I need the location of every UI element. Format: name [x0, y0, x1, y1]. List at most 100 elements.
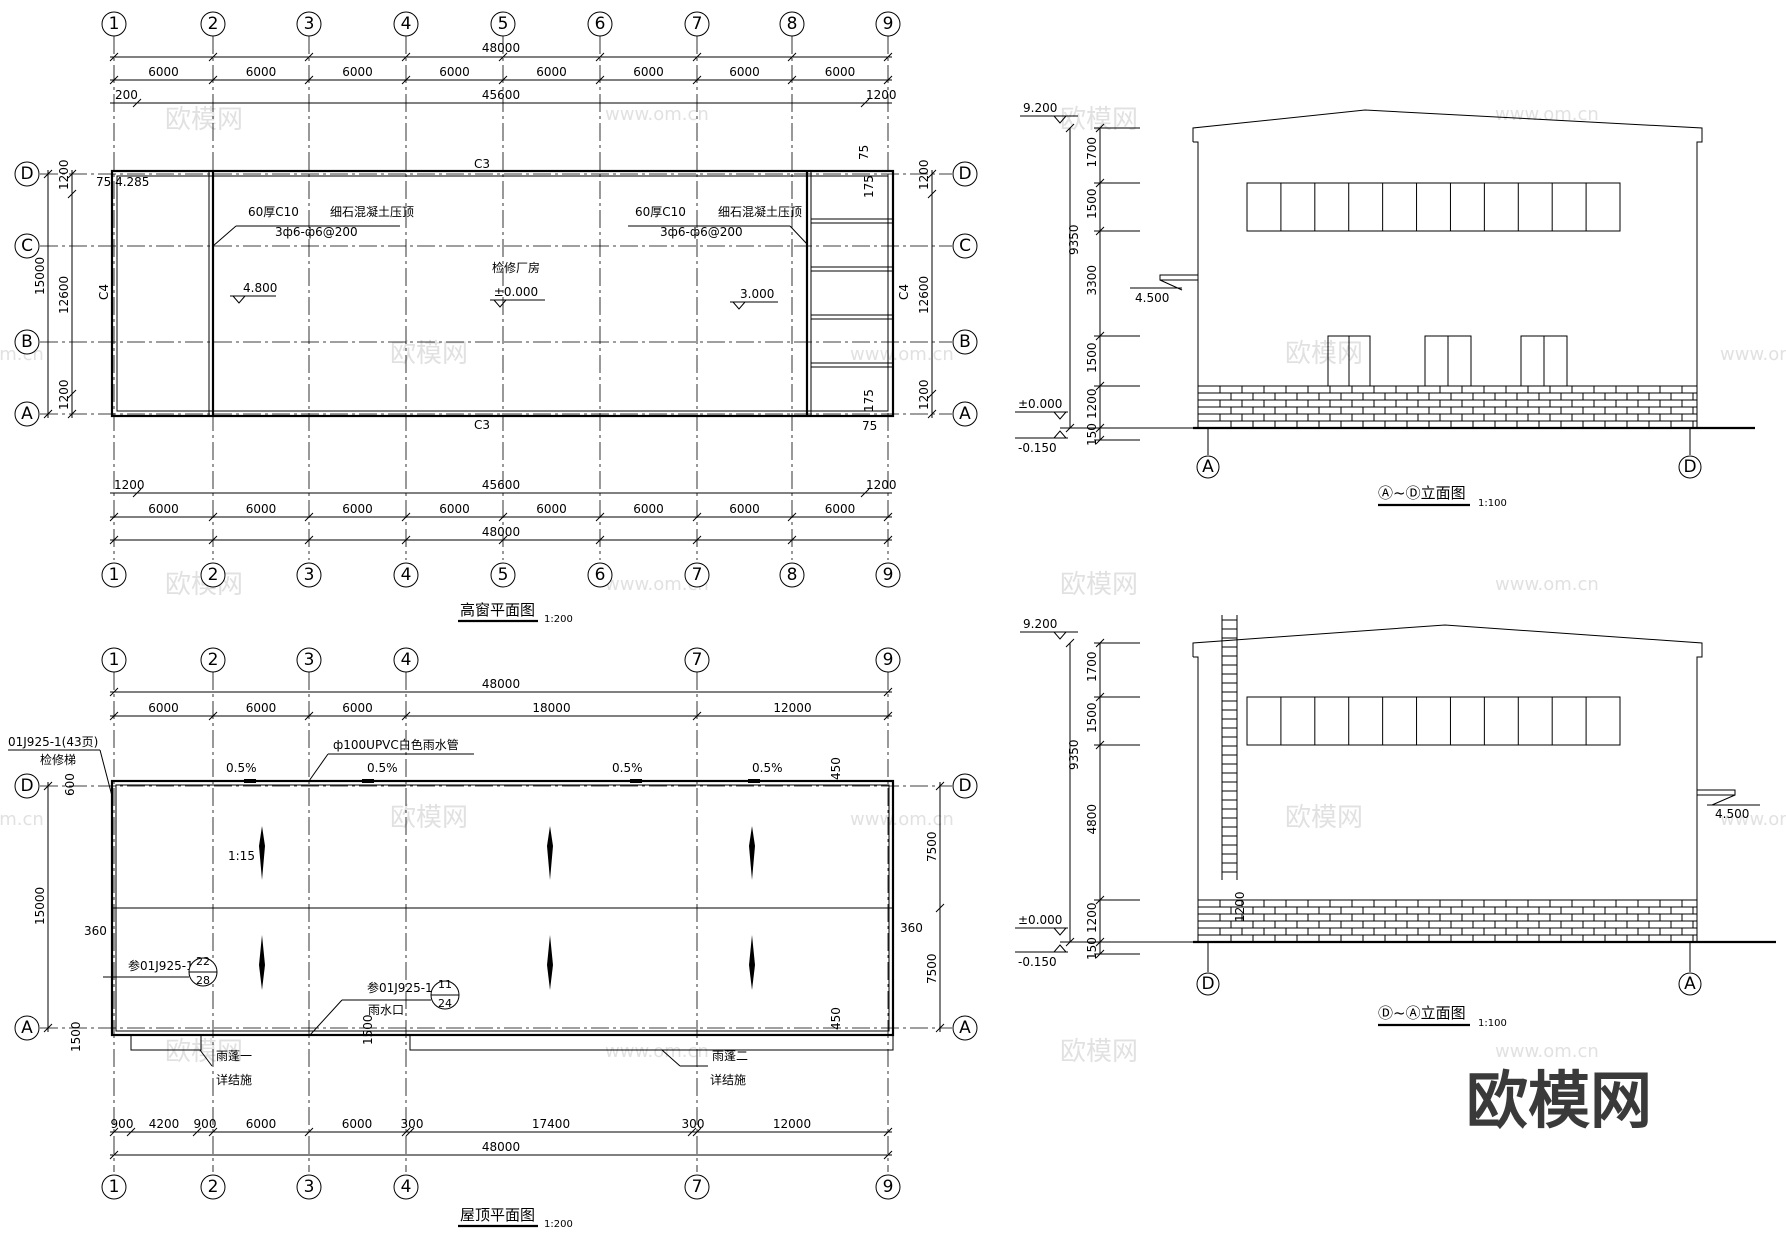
elev1-total: 9350	[1067, 224, 1081, 255]
plan1-axis-bottom-8-circle	[779, 562, 805, 588]
roof-slope-2: 0.5%	[367, 761, 398, 775]
roof-axis-bottom-1-circle	[101, 1174, 127, 1200]
plan1-axis-top-6: 6	[595, 14, 606, 34]
roof-axis-bottom-3-circle	[296, 1174, 322, 1200]
roof-axis-top-1: 1	[109, 650, 120, 670]
plan1-row-left-B-circle	[14, 329, 40, 355]
plan1-axis-bottom-5-circle	[490, 562, 516, 588]
roof-axis-bottom-9-circle	[875, 1174, 901, 1200]
roof-top-dim: 18000	[532, 701, 570, 715]
roof-slope-1: 0.5%	[226, 761, 257, 775]
plan1-note2: 60厚C10	[635, 205, 686, 219]
plan1-row-right-D-circle	[952, 161, 978, 187]
elev2-maintenance-ladder	[1221, 615, 1238, 880]
elev2-ground-level: -0.150	[1018, 955, 1057, 969]
plan1-right-bot: 1200	[917, 379, 931, 410]
plan1-room-label: 检修厂房	[492, 260, 540, 275]
plan1-axis-bottom-9-circle	[875, 562, 901, 588]
plan1-level-left: 4.800	[243, 281, 277, 295]
roof-slope-arrows	[259, 826, 755, 990]
roof-ref1-top: 22	[196, 955, 210, 968]
elev2-zero: ±0.000	[1018, 913, 1062, 927]
watermark-brand: 欧模网	[1060, 570, 1138, 600]
roof-axis-bottom-4-circle	[393, 1174, 419, 1200]
roof-canopy2: 雨蓬二	[712, 1049, 748, 1063]
roof-right-dim-2: 7500	[925, 953, 939, 984]
elev2-title: Ⓓ~Ⓐ立面图	[1378, 1004, 1466, 1022]
roof-row-left-D-circle	[14, 773, 40, 799]
plan1-axis-bottom-2-circle	[200, 562, 226, 588]
plan1-bottom-label: C3	[474, 418, 490, 432]
watermark-brand: 欧模网	[165, 105, 243, 135]
plan1-axis-bottom-4-circle	[393, 562, 419, 588]
plan1-inner-outline	[116, 175, 889, 412]
elev-dim: 1500	[1085, 188, 1099, 219]
elev1-ground-level: -0.150	[1018, 441, 1057, 455]
plan1-axis-bottom-2: 2	[208, 565, 219, 585]
roof-slope-3: 0.5%	[612, 761, 643, 775]
plan1-right-mid: 12600	[917, 276, 931, 314]
roof-axis-top-3: 3	[304, 650, 315, 670]
elev2-total: 9350	[1067, 739, 1081, 770]
elev1-canopy-level: 4.500	[1135, 291, 1169, 305]
roof-row-right-D-circle	[952, 773, 978, 799]
elev1-outline	[1192, 109, 1703, 428]
watermark-brand: 欧模网	[1285, 803, 1363, 833]
plan1-axis-top-3: 3	[304, 14, 315, 34]
roof-canopy1: 雨蓬一	[216, 1049, 252, 1063]
elev1-axis-right: D	[1683, 457, 1696, 477]
plan1-row-right-D: D	[958, 164, 971, 184]
plan1-note2c: 3ф6-ф6@200	[660, 225, 743, 239]
watermark-brand: 欧模网	[1060, 1037, 1138, 1067]
roof-axis-bottom-7: 7	[692, 1177, 703, 1197]
plan1-scale: 1:200	[544, 614, 573, 625]
elev2-canopy	[1696, 789, 1736, 796]
roof-slope-4: 0.5%	[752, 761, 783, 775]
roof-dim-360-right: 360	[900, 921, 923, 935]
elev-dim: 1500	[1085, 702, 1099, 733]
elev1-high-windows	[1246, 182, 1621, 232]
roof-axis-top-7: 7	[692, 650, 703, 670]
elev1-axis-left: A	[1202, 457, 1214, 477]
plan1-row-right-C-circle	[952, 233, 978, 259]
elev-dim: 1200	[1085, 388, 1099, 419]
plan1-row-right-A-circle	[952, 401, 978, 427]
plan1-row-right-A: A	[959, 404, 971, 424]
logo-watermark: 欧模网	[1466, 1064, 1652, 1137]
roof-axis-top-4-circle	[393, 647, 419, 673]
watermark-brand: 欧模网	[1060, 105, 1138, 135]
roof-bottom-total: 48000	[482, 1140, 520, 1154]
watermark-brand: 欧模网	[390, 339, 468, 369]
plan1-axis-top-9-circle	[875, 11, 901, 37]
roof-top-dim: 6000	[148, 701, 179, 715]
elev1-canopy	[1159, 274, 1199, 281]
plan1-axis-top-8-circle	[779, 11, 805, 37]
elev1-top-level: 9.200	[1023, 101, 1057, 115]
plan1-axis-bottom-6-circle	[587, 562, 613, 588]
roof-ladder-label: 检修梯	[40, 752, 76, 767]
watermark-brand: 欧模网	[390, 803, 468, 833]
plan1-axis-top-7-circle	[684, 11, 710, 37]
plan1-tr-dim1: 75	[857, 145, 871, 160]
plan1-outline	[110, 169, 895, 418]
plan1-axis-bottom-7: 7	[692, 565, 703, 585]
plan1-axis-bottom-1-circle	[101, 562, 127, 588]
plan1-bay-dim-bottom: 6000	[246, 502, 277, 516]
plan1-left-bot: 1200	[57, 379, 71, 410]
plan1-bay-dim: 6000	[825, 65, 856, 79]
roof-total-dim: 48000	[482, 677, 520, 691]
roof-bottom-dim: 4200	[149, 1117, 180, 1131]
roof-row-left-A: A	[21, 1018, 33, 1038]
plan1-bay-dim: 6000	[246, 65, 277, 79]
roof-pipe-note: ф100UPVC白色雨水管	[333, 737, 459, 752]
plan1-axis-bottom-4: 4	[401, 565, 412, 585]
watermark-site: www.om.cn	[850, 344, 954, 365]
plan1-left-mid: 12600	[57, 276, 71, 314]
elev-dim: 1700	[1085, 651, 1099, 682]
plan1-axis-top-1-circle	[101, 11, 127, 37]
elev-dim: 150	[1085, 937, 1099, 960]
roof-canopy1b: 详结施	[216, 1072, 252, 1087]
plan1-row-right-B-circle	[952, 329, 978, 355]
